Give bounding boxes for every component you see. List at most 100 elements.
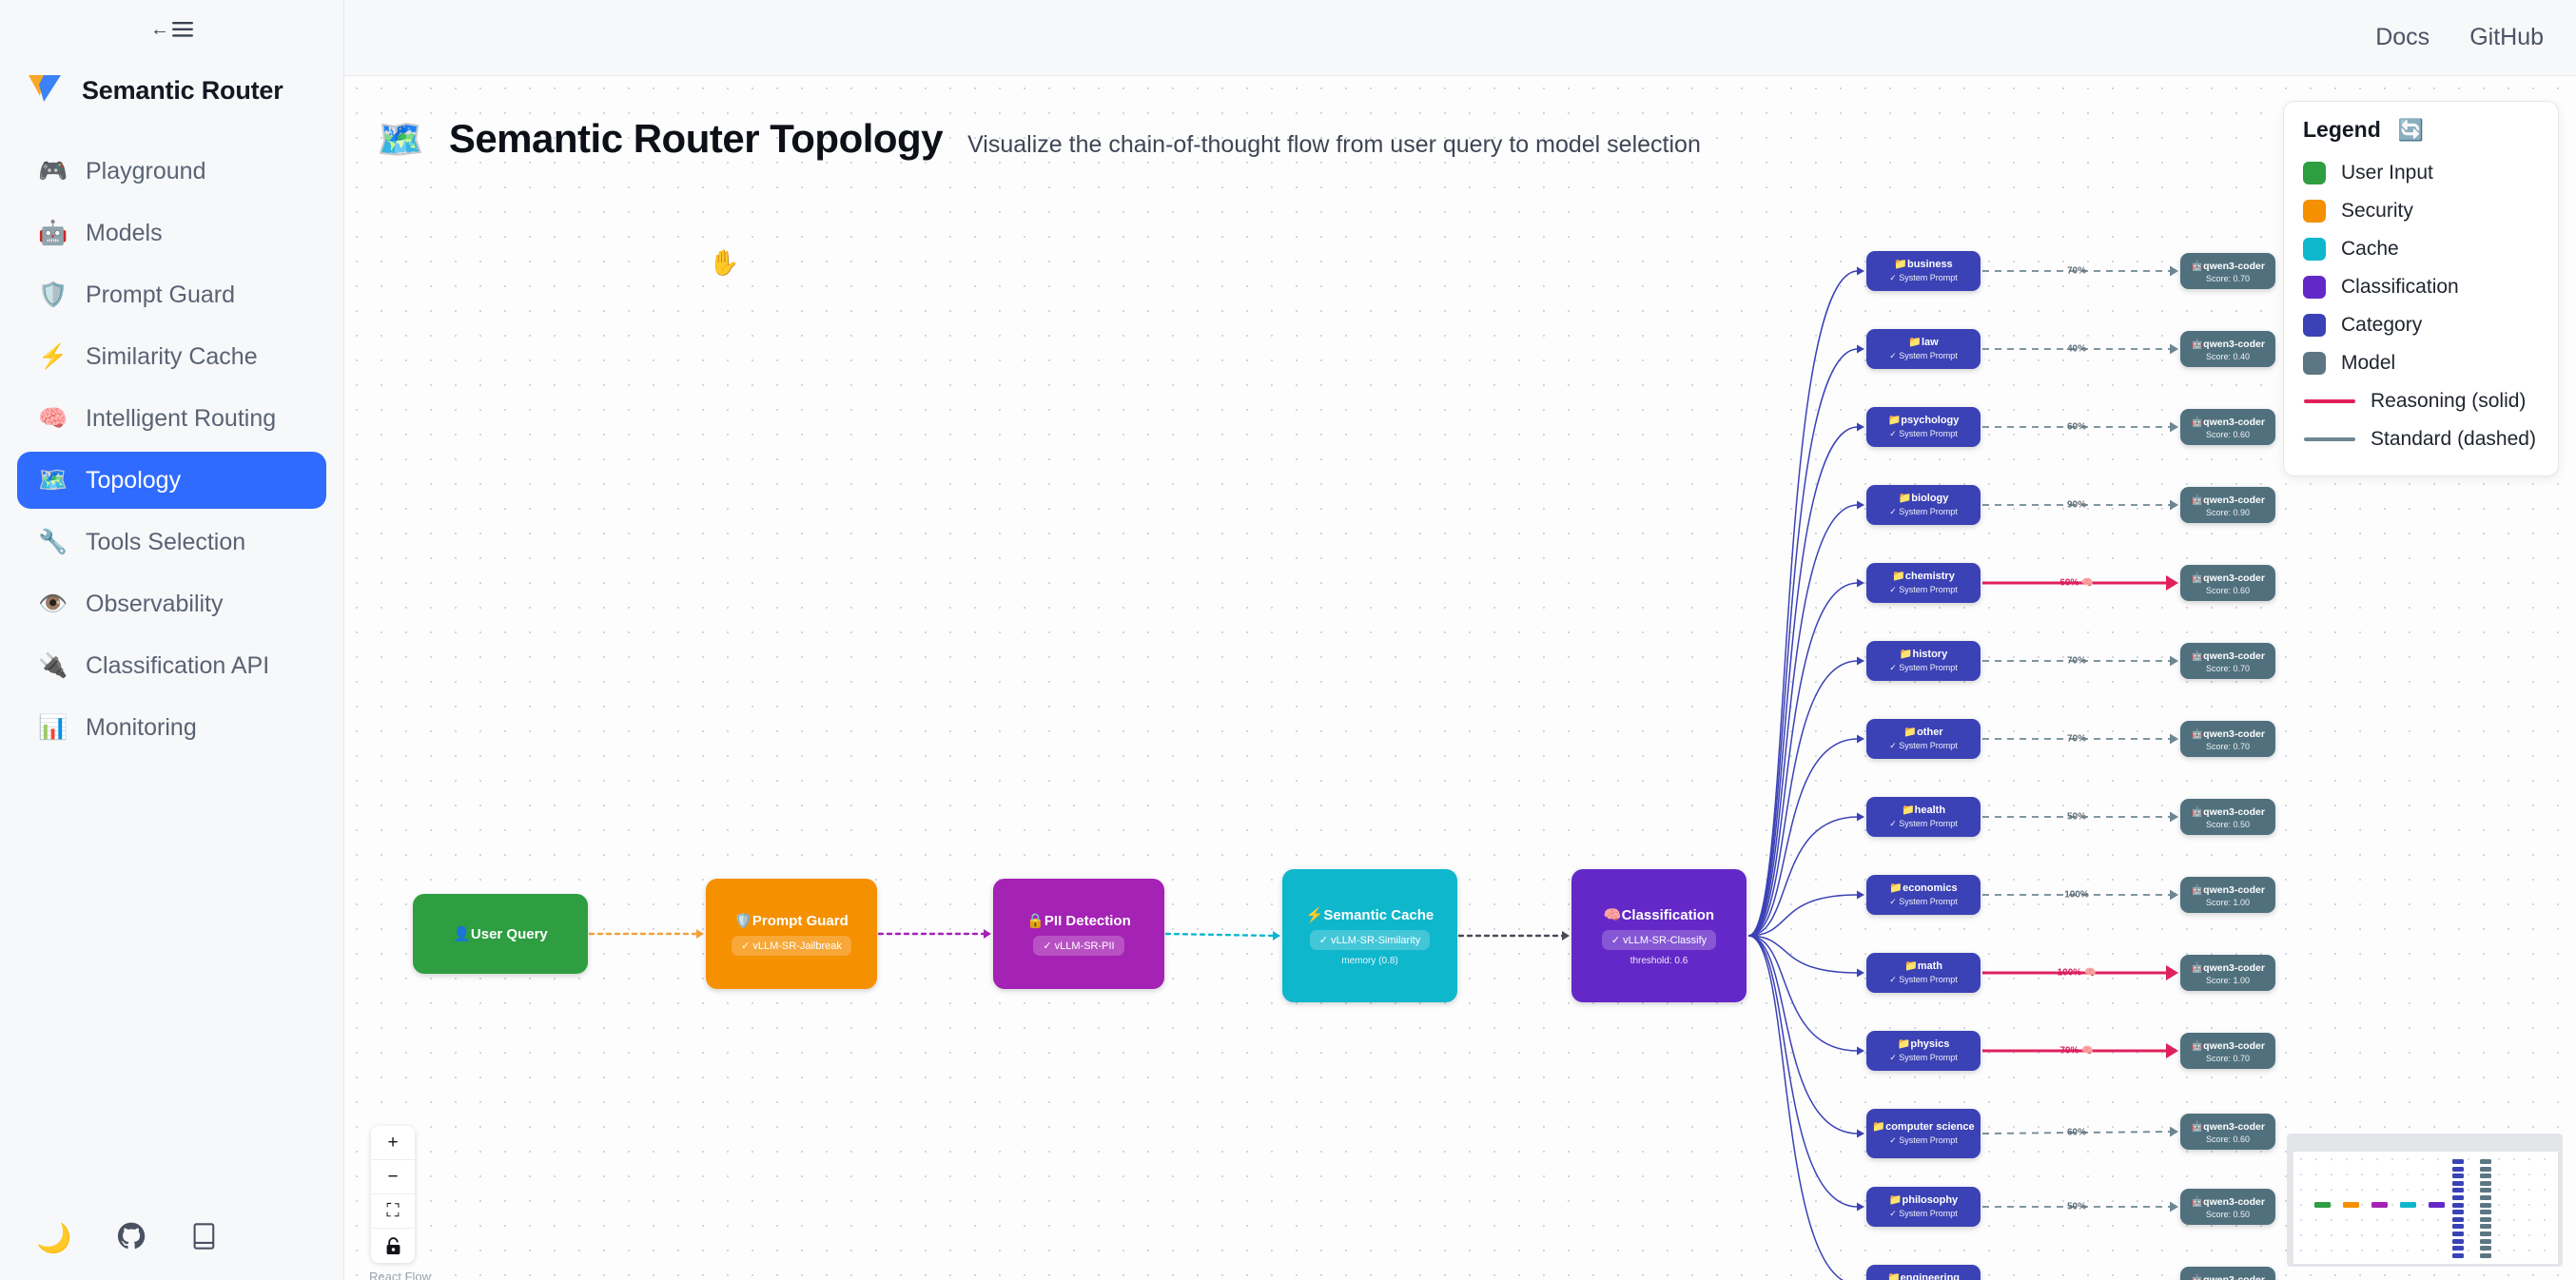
category-node[interactable]: 📁math✓ System Prompt xyxy=(1866,953,1981,993)
edge-arrow-icon xyxy=(2170,655,2178,667)
legend-swatch-icon xyxy=(2303,352,2326,375)
lock-button[interactable] xyxy=(371,1229,415,1263)
legend-label: Security xyxy=(2341,200,2413,222)
brand[interactable]: Semantic Router xyxy=(0,59,343,122)
edge-arrow-icon xyxy=(1857,656,1864,666)
legend-label: Model xyxy=(2341,352,2396,374)
eye-icon: 👁️ xyxy=(38,590,68,617)
pipeline-node-pii-detection[interactable]: 🔒PII Detection✓ vLLM-SR-PII xyxy=(993,879,1164,989)
minimap-category-node xyxy=(2452,1246,2464,1251)
model-score: Score: 0.50 xyxy=(2205,1209,2251,1219)
sidebar-item-label: Playground xyxy=(86,157,206,184)
github-icon[interactable] xyxy=(117,1222,146,1256)
zoom-in-button[interactable]: + xyxy=(371,1126,415,1160)
minimap-pipeline-node xyxy=(2343,1202,2359,1208)
minimap-category-node xyxy=(2452,1232,2464,1236)
category-node[interactable]: 📁business✓ System Prompt xyxy=(1866,251,1981,291)
category-system-prompt-badge: ✓ System Prompt xyxy=(1889,350,1958,360)
sidebar-item-label: Classification API xyxy=(86,651,270,679)
model-name: 🤖qwen3-coder xyxy=(2191,727,2265,740)
react-flow-attribution[interactable]: React Flow xyxy=(369,1270,432,1280)
legend-swatch-icon xyxy=(2303,314,2326,337)
github-link[interactable]: GitHub xyxy=(2469,24,2544,50)
refresh-icon[interactable]: 🔄 xyxy=(2397,117,2425,142)
category-node[interactable]: 📁engineering✓ System Prompt xyxy=(1866,1265,1981,1280)
minimap-model-node xyxy=(2480,1180,2491,1186)
sidebar: ← Semantic Router 🎮 Playground xyxy=(0,0,344,1280)
model-score: Score: 0.70 xyxy=(2205,1053,2251,1063)
category-node[interactable]: 📁physics✓ System Prompt xyxy=(1866,1031,1981,1071)
topology-canvas[interactable]: 🗺️ Semantic Router Topology Visualize th… xyxy=(344,76,2576,1280)
classification-to-category-edge xyxy=(1747,660,1859,937)
edge-arrow-icon xyxy=(1857,500,1864,510)
zoom-out-button[interactable]: − xyxy=(371,1160,415,1194)
category-node[interactable]: 📁health✓ System Prompt xyxy=(1866,797,1981,837)
edge-arrow-icon xyxy=(2170,1126,2178,1137)
sidebar-item-tools-selection[interactable]: 🔧 Tools Selection xyxy=(17,514,326,571)
sidebar-item-observability[interactable]: 👁️ Observability xyxy=(17,575,326,632)
sidebar-item-topology[interactable]: 🗺️ Topology xyxy=(17,452,326,509)
sidebar-item-models[interactable]: 🤖 Models xyxy=(17,204,326,262)
category-node[interactable]: 📁economics✓ System Prompt xyxy=(1866,875,1981,915)
category-node[interactable]: 📁history✓ System Prompt xyxy=(1866,641,1981,681)
legend-line-icon xyxy=(2304,399,2355,403)
collapse-menu-icon[interactable]: ← xyxy=(150,20,193,39)
edge-arrow-icon xyxy=(2166,1043,2178,1058)
docs-link[interactable]: Docs xyxy=(2375,24,2430,50)
model-score: Score: 1.00 xyxy=(2205,897,2251,907)
legend-swatch-icon xyxy=(2303,200,2326,223)
brain-icon: 🧠 xyxy=(38,404,68,432)
sidebar-item-similarity-cache[interactable]: ⚡ Similarity Cache xyxy=(17,328,326,385)
category-node[interactable]: 📁chemistry✓ System Prompt xyxy=(1866,563,1981,603)
category-node[interactable]: 📁biology✓ System Prompt xyxy=(1866,485,1981,525)
book-icon[interactable] xyxy=(191,1222,218,1256)
category-node[interactable]: 📁other✓ System Prompt xyxy=(1866,719,1981,759)
sidebar-item-playground[interactable]: 🎮 Playground xyxy=(17,143,326,200)
edge-arrow-icon xyxy=(1857,344,1864,354)
edge-percent-label: 40% xyxy=(2066,343,2087,355)
minimap-model-node xyxy=(2480,1202,2491,1208)
classification-to-category-edge xyxy=(1747,935,1859,1052)
map-icon: 🗺️ xyxy=(38,466,68,494)
minimap-model-node xyxy=(2480,1252,2491,1258)
model-name: 🤖qwen3-coder xyxy=(2191,961,2265,974)
minimap-category-node xyxy=(2452,1216,2464,1222)
sidebar-item-prompt-guard[interactable]: 🛡️ Prompt Guard xyxy=(17,266,326,323)
category-node[interactable]: 📁computer science✓ System Prompt xyxy=(1866,1109,1981,1158)
map-icon: 🗺️ xyxy=(377,119,424,161)
sidebar-item-label: Tools Selection xyxy=(86,528,246,555)
category-node[interactable]: 📁psychology✓ System Prompt xyxy=(1866,407,1981,447)
pipeline-node-user-query[interactable]: 👤User Query xyxy=(413,894,588,974)
edge-arrow-icon xyxy=(2170,343,2178,355)
fit-view-button[interactable]: ⛶ xyxy=(371,1194,415,1229)
category-node[interactable]: 📁law✓ System Prompt xyxy=(1866,329,1981,369)
category-node[interactable]: 📁philosophy✓ System Prompt xyxy=(1866,1187,1981,1227)
edge-arrow-icon xyxy=(1857,1202,1864,1212)
sidebar-item-classification-api[interactable]: 🔌 Classification API xyxy=(17,637,326,694)
category-name: 📁math xyxy=(1904,960,1942,973)
minimap-pipeline-node xyxy=(2400,1202,2416,1208)
sidebar-item-intelligent-routing[interactable]: 🧠 Intelligent Routing xyxy=(17,390,326,447)
moon-icon[interactable]: 🌙 xyxy=(36,1223,72,1254)
classification-to-category-edge xyxy=(1747,935,1859,974)
minimap[interactable] xyxy=(2287,1134,2563,1267)
sidebar-footer: 🌙 xyxy=(0,1198,344,1280)
pipeline-node-prompt-guard[interactable]: 🛡️Prompt Guard✓ vLLM-SR-Jailbreak xyxy=(706,879,877,989)
sidebar-item-monitoring[interactable]: 📊 Monitoring xyxy=(17,699,326,756)
